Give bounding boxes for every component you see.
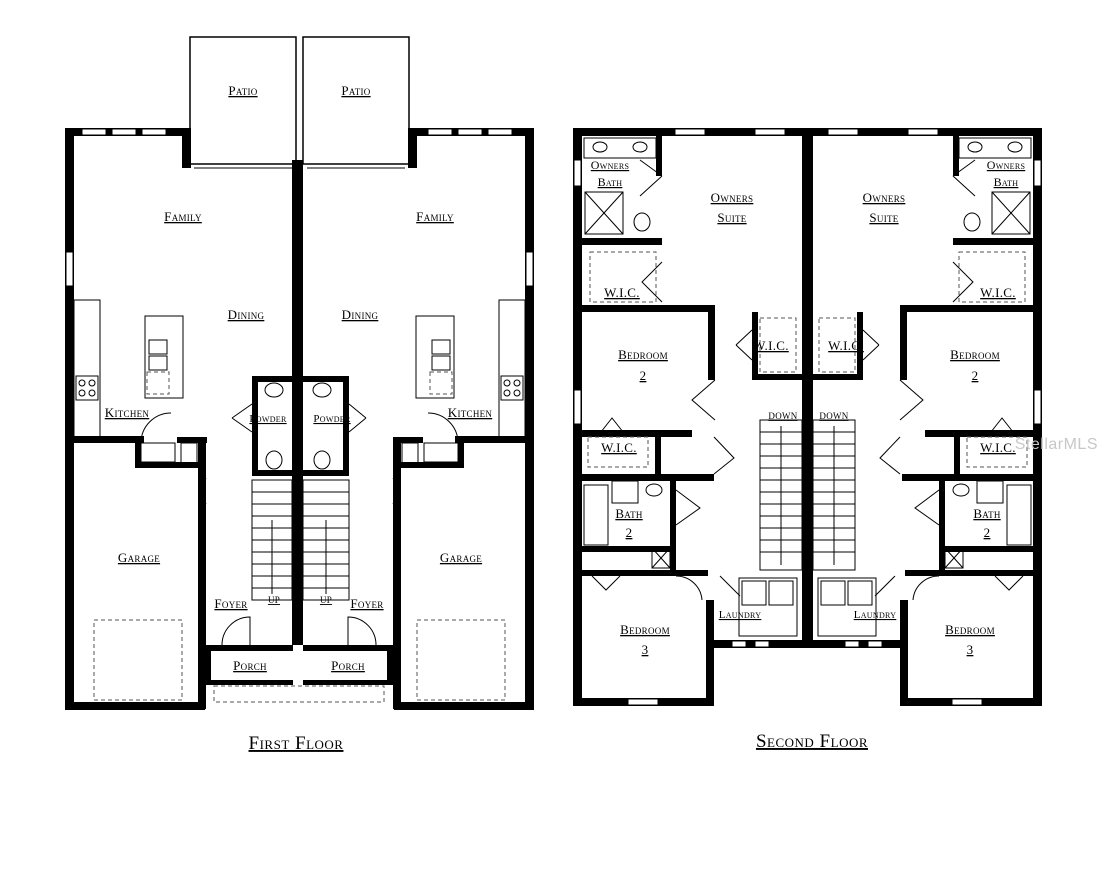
label-wic-center-right: W.I.C. xyxy=(828,338,864,353)
label-wic-bed2-left: W.I.C. xyxy=(601,440,637,455)
label-up-right: UP xyxy=(320,595,332,605)
label-patio-left: Patio xyxy=(228,83,257,98)
label-owners-suite-right-1: Owners xyxy=(863,190,906,205)
label-bedroom2-right-2: 2 xyxy=(972,368,979,383)
label-bedroom3-right-1: Bedroom xyxy=(945,622,995,637)
second-floor-title: Second Floor xyxy=(756,731,868,752)
label-bedroom3-left-2: 3 xyxy=(642,642,649,657)
label-wic-bed2-right: W.I.C. xyxy=(980,440,1016,455)
first-floor-stairs xyxy=(251,479,350,601)
label-bath2-left-1: Bath xyxy=(615,506,643,521)
label-owners-suite-left-1: Owners xyxy=(711,190,754,205)
label-dining-left: Dining xyxy=(228,307,265,322)
label-family-right: Family xyxy=(416,209,454,224)
label-garage-left: Garage xyxy=(118,550,160,565)
label-kitchen-right: Kitchen xyxy=(448,405,493,420)
second-floor-plan xyxy=(573,128,1042,706)
label-porch-right: Porch xyxy=(331,658,365,673)
label-owners-bath-right-2: Bath xyxy=(994,175,1019,189)
label-down-left: DOWN xyxy=(768,411,797,421)
room-labels: Patio Patio Family Family Dining Dining … xyxy=(105,83,1025,673)
label-owners-suite-right-2: Suite xyxy=(869,210,898,225)
label-bath2-right-1: Bath xyxy=(973,506,1001,521)
label-owners-bath-left-2: Bath xyxy=(598,175,623,189)
label-kitchen-left: Kitchen xyxy=(105,405,150,420)
label-bath2-right-2: 2 xyxy=(984,525,991,540)
label-dining-right: Dining xyxy=(342,307,379,322)
patio-right-outline xyxy=(302,36,410,165)
label-laundry-right: Laundry xyxy=(854,609,897,621)
label-powder-right: Powder xyxy=(313,413,351,425)
label-bedroom3-right-2: 3 xyxy=(967,642,974,657)
label-laundry-left: Laundry xyxy=(719,609,762,621)
label-bedroom2-left-1: Bedroom xyxy=(618,347,668,362)
first-floor-title: First Floor xyxy=(249,733,344,754)
label-up-left: UP xyxy=(268,595,280,605)
label-bedroom2-right-1: Bedroom xyxy=(950,347,1000,362)
label-wic-owner-left: W.I.C. xyxy=(604,285,640,300)
second-floor-stairs xyxy=(759,419,856,571)
label-powder-left: Powder xyxy=(249,413,287,425)
label-owners-bath-left-1: Owners xyxy=(591,158,629,172)
label-owners-bath-right-1: Owners xyxy=(987,158,1025,172)
label-foyer-left: Foyer xyxy=(214,596,247,611)
patio-left-outline xyxy=(189,36,297,165)
label-owners-suite-left-2: Suite xyxy=(717,210,746,225)
label-porch-left: Porch xyxy=(233,658,267,673)
watermark: StellarMLS xyxy=(1014,436,1098,453)
label-foyer-right: Foyer xyxy=(350,596,383,611)
label-bedroom2-left-2: 2 xyxy=(640,368,647,383)
label-bedroom3-left-1: Bedroom xyxy=(620,622,670,637)
label-patio-right: Patio xyxy=(341,83,370,98)
first-floor-plan xyxy=(65,36,534,710)
label-family-left: Family xyxy=(164,209,202,224)
label-wic-owner-right: W.I.C. xyxy=(980,285,1016,300)
label-bath2-left-2: 2 xyxy=(626,525,633,540)
label-down-right: DOWN xyxy=(819,411,848,421)
label-wic-center-left: W.I.C. xyxy=(753,338,789,353)
label-garage-right: Garage xyxy=(440,550,482,565)
